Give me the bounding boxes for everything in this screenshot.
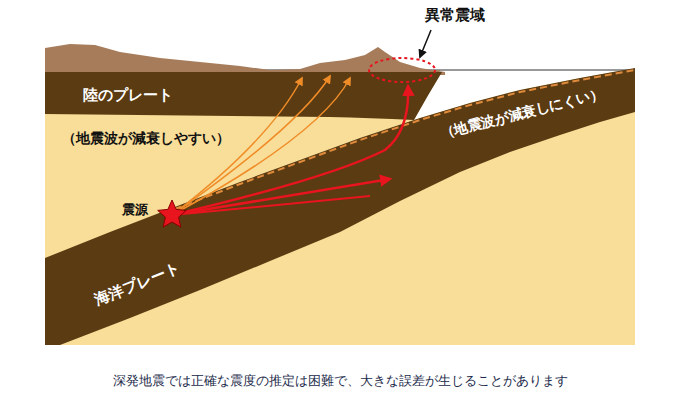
oceanic-plate	[45, 68, 635, 345]
area-label: 異常震域	[425, 6, 485, 24]
wave-path	[172, 196, 370, 215]
wave-path	[172, 78, 350, 215]
hypocenter-label: 震源	[122, 202, 148, 218]
plate-boundary-line	[175, 70, 635, 209]
wave-path	[172, 179, 390, 215]
caption-text: 深発地震では正確な震度の推定は困難で、大きな誤差が生じることがあります	[113, 373, 568, 389]
wave-path	[172, 86, 408, 215]
pointer-arrow	[420, 30, 431, 57]
plate-label: 陸のプレート	[83, 86, 173, 104]
region-note: （地震波が減衰しやすい）	[62, 130, 230, 147]
hypocenter-star	[158, 200, 187, 227]
land-surface	[45, 44, 445, 75]
anomaly-ellipse	[369, 58, 435, 82]
